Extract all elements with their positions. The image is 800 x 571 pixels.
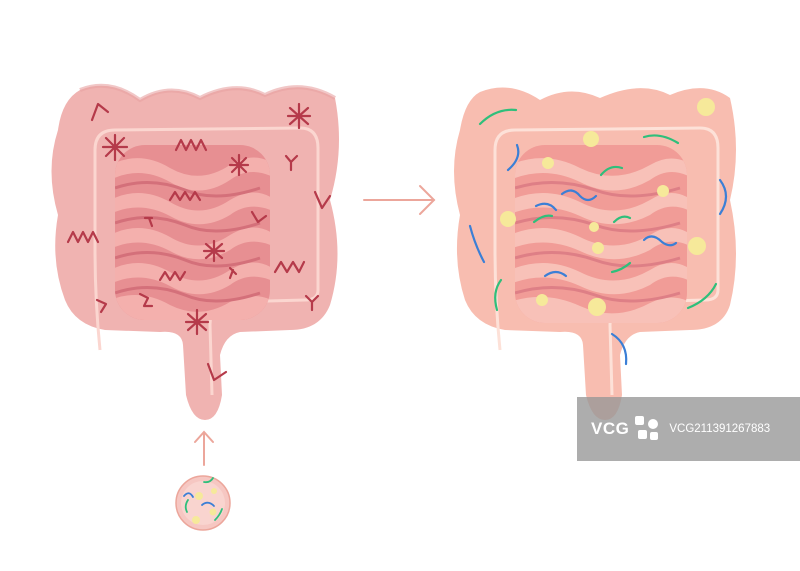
healthy-intestine	[454, 87, 736, 420]
arrow-right-icon	[363, 185, 436, 215]
probiotic-blue-strands	[468, 143, 728, 366]
arrow-up-icon	[194, 430, 214, 466]
watermark-logo: VCG	[591, 416, 661, 442]
probiotic-capsule	[175, 475, 231, 531]
watermark: VCG VCG211391267883	[577, 397, 800, 461]
harmful-microbes	[66, 102, 332, 382]
watermark-brand: VCG	[591, 419, 630, 438]
probiotic-green-strands	[478, 108, 718, 312]
probiotic-yellow-cells	[500, 98, 715, 316]
watermark-id: VCG211391267883	[669, 423, 771, 435]
unhealthy-intestine	[51, 83, 339, 420]
watermark-mark-icon	[635, 416, 661, 442]
